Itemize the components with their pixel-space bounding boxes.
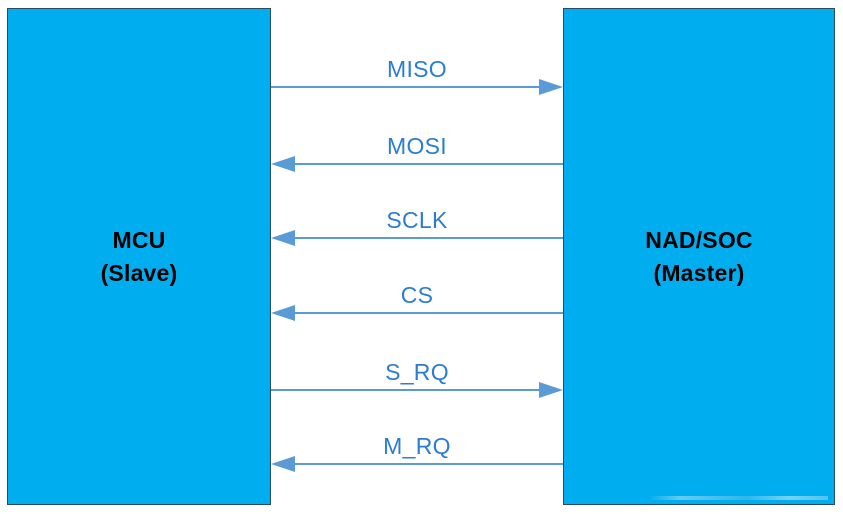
node-mcu-title: MCU	[112, 226, 166, 253]
arrow-right-icon-srq	[271, 382, 563, 398]
arrow-left-icon-cs	[271, 305, 563, 321]
arrow-left-icon-mrq	[271, 456, 563, 472]
arrow-left-icon-mosi	[271, 156, 563, 172]
signal-label-srq: S_RQ	[385, 359, 449, 385]
arrow-left-icon-sclk	[271, 230, 563, 246]
node-nad-soc: NAD/SOC (Master)	[563, 8, 835, 505]
node-mcu-role: (Slave)	[100, 259, 178, 286]
arrow-right-icon-miso	[271, 79, 563, 95]
signal-label-cs: CS	[400, 282, 434, 308]
signal-label-mosi: MOSI	[387, 133, 447, 159]
node-nad-soc-title: NAD/SOC	[645, 226, 753, 253]
signal-label-miso: MISO	[387, 56, 447, 82]
signal-label-sclk: SCLK	[386, 207, 448, 233]
signal-label-mrq: M_RQ	[383, 433, 451, 459]
node-nad-soc-role: (Master)	[653, 259, 745, 286]
node-mcu: MCU (Slave)	[7, 8, 271, 505]
